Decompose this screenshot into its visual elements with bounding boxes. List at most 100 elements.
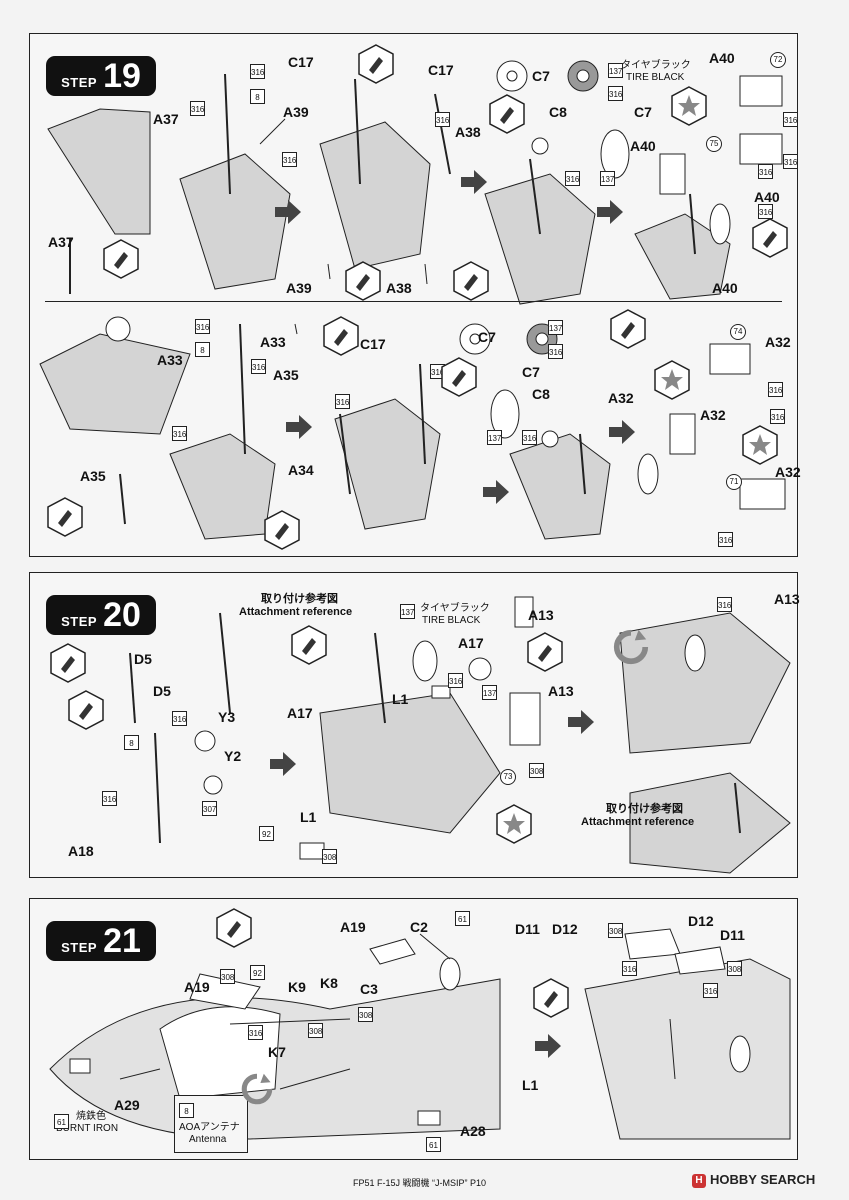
part-label: Y2 bbox=[224, 748, 242, 764]
part-label: A32 bbox=[608, 390, 634, 406]
part-label: A33 bbox=[260, 334, 286, 350]
color-code: 316 bbox=[768, 382, 783, 397]
part-label: C7 bbox=[532, 68, 550, 84]
cement-icon bbox=[291, 625, 327, 665]
part-label: A37 bbox=[48, 234, 74, 250]
arrow-right-icon bbox=[483, 480, 509, 504]
color-code: 316 bbox=[717, 597, 732, 612]
color-code: 308 bbox=[308, 1023, 323, 1038]
rotate-icon bbox=[241, 1073, 273, 1105]
color-code: 308 bbox=[322, 849, 337, 864]
part-label: C17 bbox=[360, 336, 386, 352]
color-code: 316 bbox=[758, 204, 773, 219]
color-code: 316 bbox=[718, 532, 733, 547]
part-label: D5 bbox=[134, 651, 152, 667]
step-20-drawing bbox=[129, 596, 791, 874]
color-code: 308 bbox=[727, 961, 742, 976]
part-label: A39 bbox=[286, 280, 312, 296]
decal-number: 73 bbox=[500, 769, 516, 785]
paint-note-en: TIRE BLACK bbox=[422, 615, 481, 626]
step-19-divider bbox=[45, 301, 782, 302]
color-code: 316 bbox=[608, 86, 623, 101]
part-label: D12 bbox=[552, 921, 578, 937]
decal-number: 74 bbox=[730, 324, 746, 340]
decal-star-icon bbox=[496, 804, 532, 844]
arrow-right-icon bbox=[568, 710, 594, 734]
cement-icon bbox=[216, 908, 252, 948]
color-code: 92 bbox=[259, 826, 274, 841]
part-label: A13 bbox=[528, 607, 554, 623]
color-code: 316 bbox=[335, 394, 350, 409]
step-19-panel: STEP 19 bbox=[29, 33, 801, 557]
color-code: 137 bbox=[482, 685, 497, 700]
color-code: 316 bbox=[248, 1025, 263, 1040]
part-label: D5 bbox=[153, 683, 171, 699]
arrow-right-icon bbox=[609, 420, 635, 444]
paint-note-en: TIRE BLACK bbox=[626, 72, 685, 83]
part-label: Y3 bbox=[218, 709, 236, 725]
hobby-search-logo-icon: H bbox=[692, 1174, 706, 1188]
part-label: A13 bbox=[774, 591, 800, 607]
decal-number: 72 bbox=[770, 52, 786, 68]
part-label: A32 bbox=[700, 407, 726, 423]
part-label: D11 bbox=[515, 921, 540, 937]
part-label: A40 bbox=[754, 189, 780, 205]
cement-icon bbox=[610, 309, 646, 349]
part-label: A13 bbox=[548, 683, 574, 699]
page-footer: FP51 F-15J 戦闘機 “J-MSIP” P10 bbox=[353, 1178, 487, 1188]
part-label: D12 bbox=[688, 913, 714, 929]
part-label: A18 bbox=[68, 843, 94, 859]
part-label: A28 bbox=[460, 1123, 486, 1139]
color-code: 316 bbox=[102, 791, 117, 806]
color-code: 8 bbox=[179, 1103, 194, 1118]
part-label: A39 bbox=[283, 104, 309, 120]
color-code: 316 bbox=[758, 164, 773, 179]
step-20-badge: STEP 20 bbox=[46, 595, 156, 635]
part-label: A33 bbox=[157, 352, 183, 368]
color-code: 137 bbox=[400, 604, 415, 619]
decal-star-icon bbox=[671, 86, 707, 126]
watermark-brand: HOBBY SEARCH bbox=[710, 1172, 816, 1187]
cement-icon bbox=[441, 357, 477, 397]
arrow-right-icon bbox=[535, 1034, 561, 1058]
part-label: C8 bbox=[532, 386, 550, 402]
part-label: K8 bbox=[320, 975, 338, 991]
color-code: 316 bbox=[770, 409, 785, 424]
part-label: A40 bbox=[630, 138, 656, 154]
decal-number: 75 bbox=[706, 136, 722, 152]
cement-icon bbox=[358, 44, 394, 84]
step-19-drawing bbox=[39, 60, 786, 540]
arrow-right-icon bbox=[275, 200, 301, 224]
cement-icon bbox=[103, 239, 139, 279]
color-code: 316 bbox=[172, 711, 187, 726]
part-label: C2 bbox=[410, 919, 428, 935]
part-label: L1 bbox=[300, 809, 317, 825]
step-21-badge: STEP 21 bbox=[46, 921, 156, 961]
color-code: 316 bbox=[251, 359, 266, 374]
arrow-right-icon bbox=[270, 752, 296, 776]
color-code: 308 bbox=[220, 969, 235, 984]
decal-number: 71 bbox=[726, 474, 742, 490]
part-label: C7 bbox=[522, 364, 540, 380]
paint-note-jp: 焼鉄色 bbox=[76, 1111, 106, 1122]
part-label: A17 bbox=[287, 705, 313, 721]
paint-note-jp: タイヤブラック bbox=[621, 60, 691, 71]
part-label: L1 bbox=[522, 1077, 539, 1093]
color-code: 308 bbox=[358, 1007, 373, 1022]
cement-icon bbox=[533, 978, 569, 1018]
part-label: A32 bbox=[765, 334, 791, 350]
part-label: K9 bbox=[288, 979, 306, 995]
paint-note-en: BURNT IRON bbox=[56, 1123, 119, 1134]
decal-star-icon bbox=[654, 360, 690, 400]
arrow-right-icon bbox=[597, 200, 623, 224]
attachment-reference-en: Attachment reference bbox=[239, 606, 353, 618]
color-code: 137 bbox=[548, 320, 563, 335]
color-code: 61 bbox=[455, 911, 470, 926]
color-code: 316 bbox=[783, 154, 798, 169]
part-label: C8 bbox=[549, 104, 567, 120]
part-label: A34 bbox=[288, 462, 314, 478]
attachment-reference-en: Attachment reference bbox=[581, 816, 695, 828]
cement-icon bbox=[68, 690, 104, 730]
color-code: 8 bbox=[250, 89, 265, 104]
